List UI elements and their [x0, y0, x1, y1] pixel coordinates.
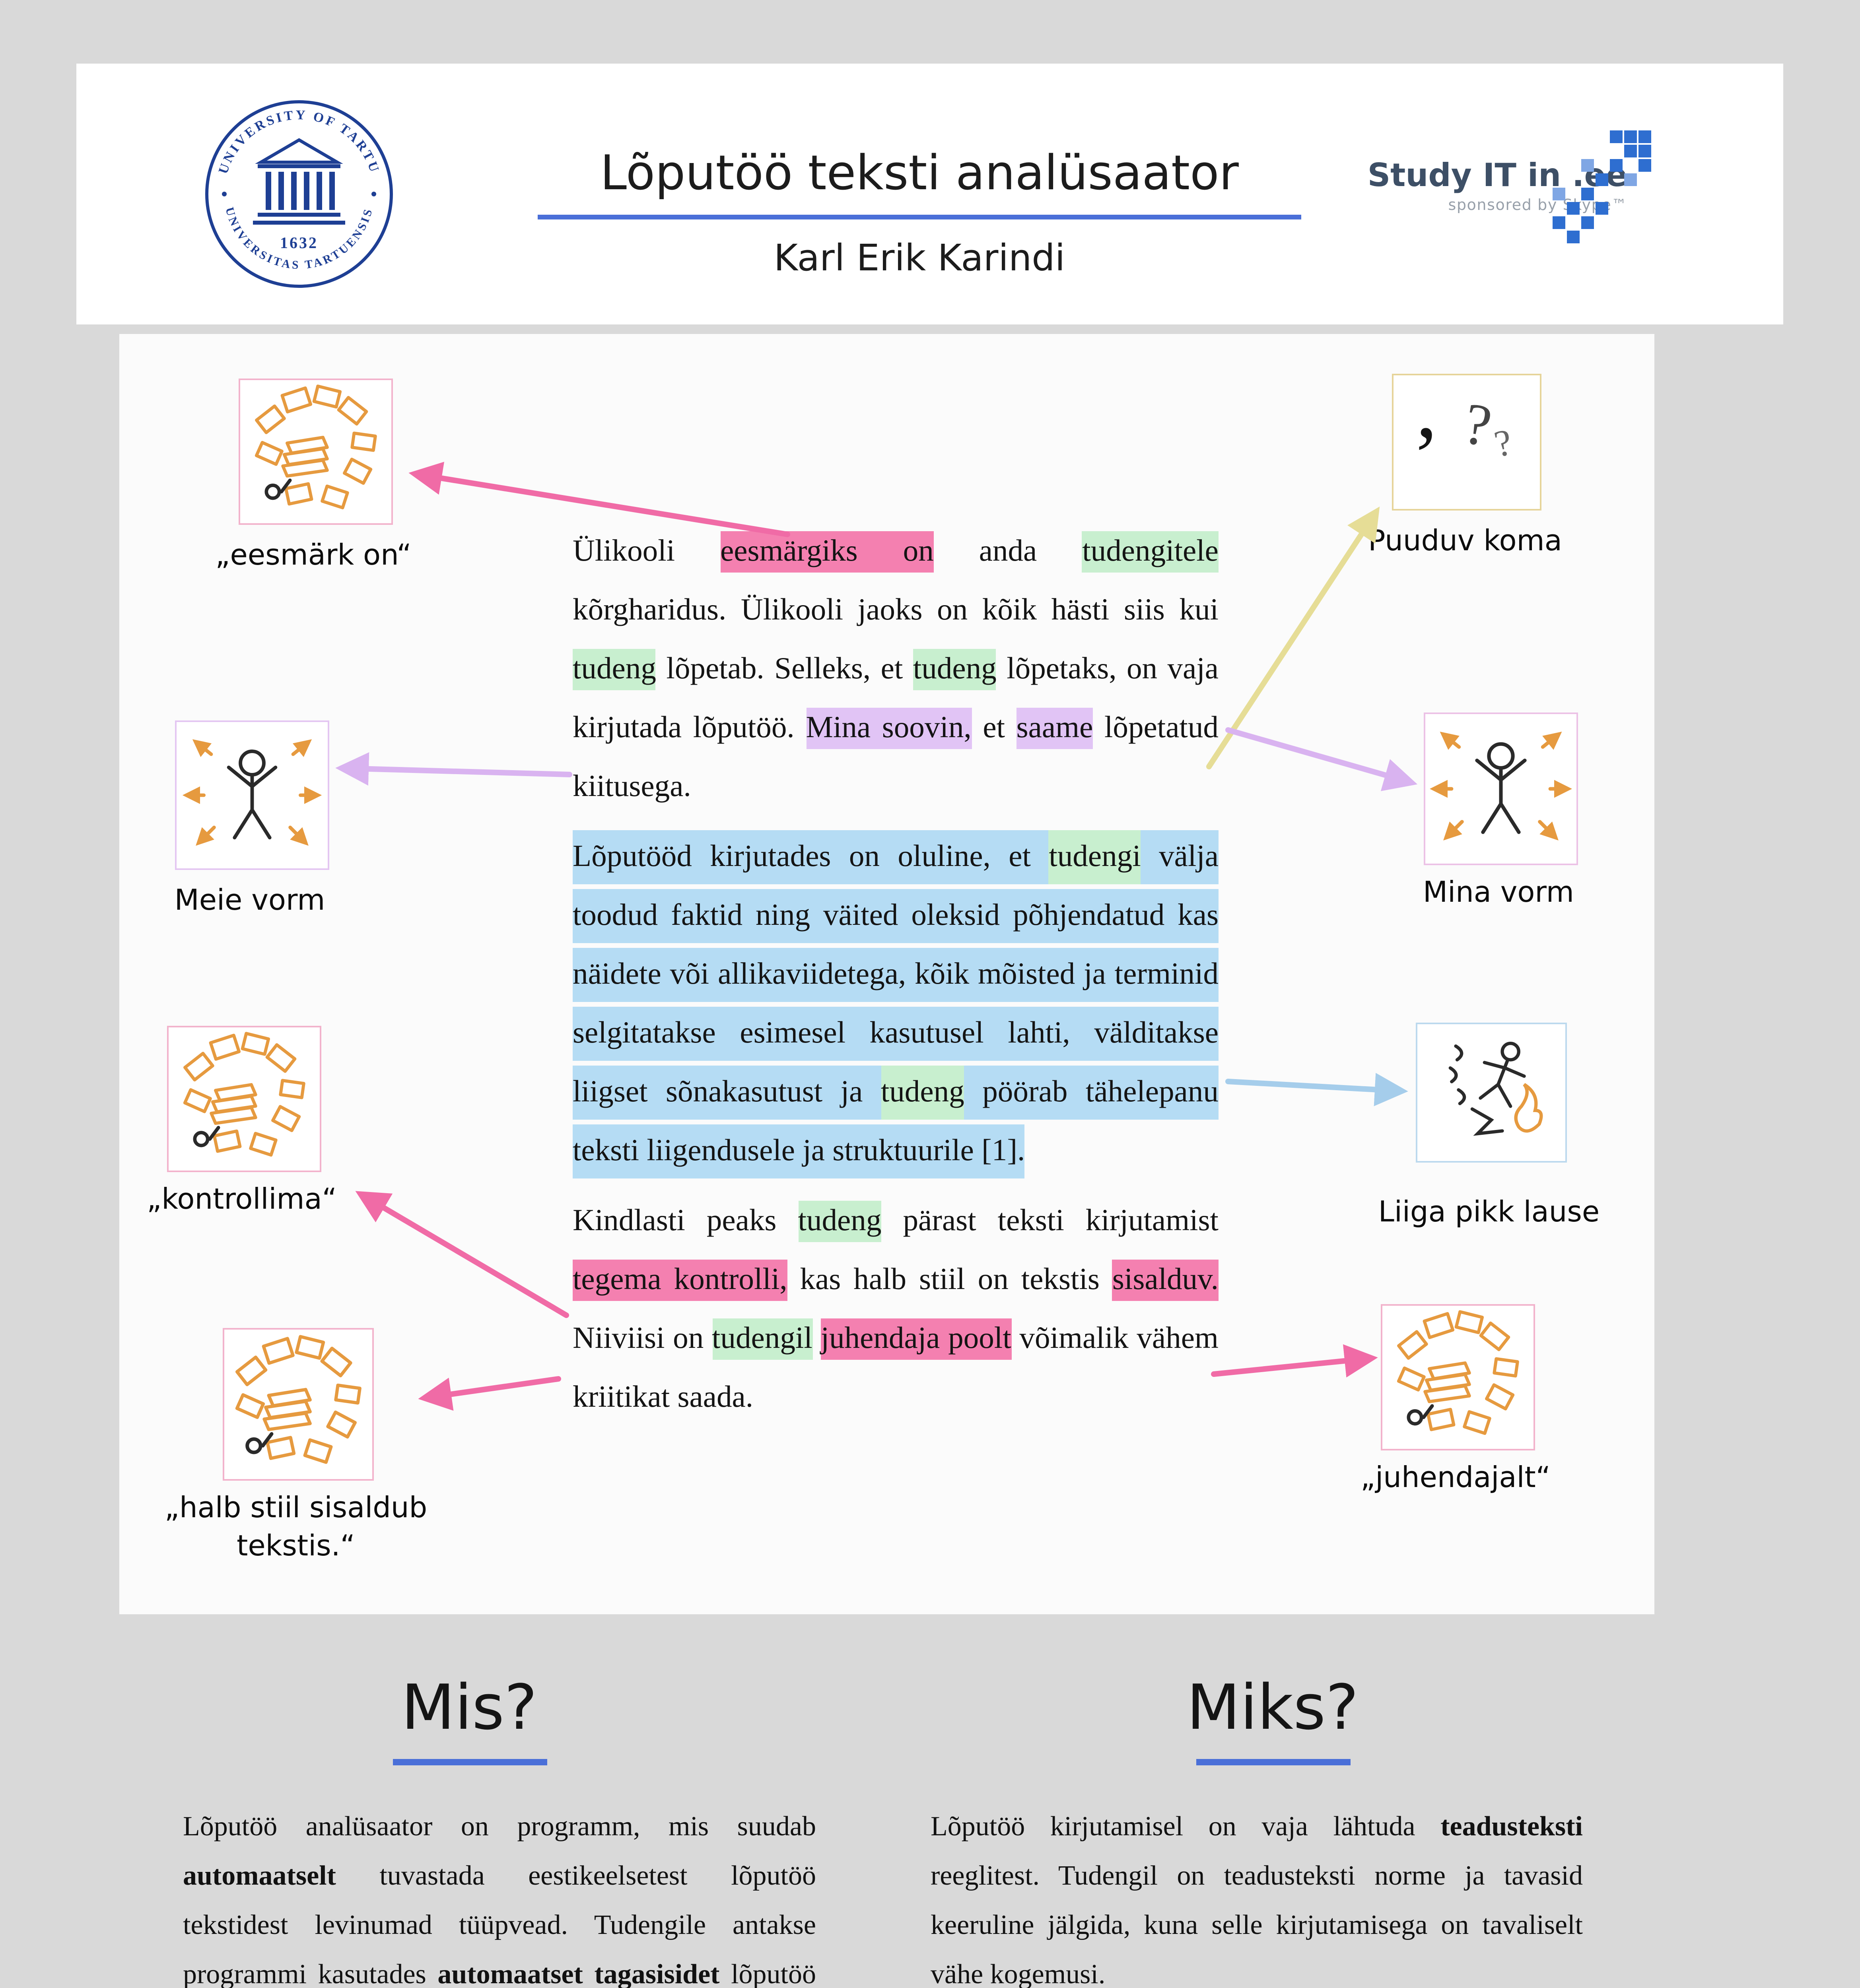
poster-author: Karl Erik Karindi — [774, 238, 1065, 279]
section-mis: Mis? — [231, 1673, 708, 1765]
figure-meie-vorm — [175, 720, 329, 870]
figure-caption-liiga-pikk-lause: Liiga pikk lause — [1378, 1196, 1600, 1229]
title-underline — [538, 215, 1301, 219]
figure-caption-eesmark: „eesmärk on“ — [215, 539, 412, 573]
annotated-example-panel: „eesmärk on“ Puuduv koma Meie vorm Mina … — [119, 334, 1654, 1614]
long-sentence-icon — [1417, 1024, 1565, 1161]
svg-text:1632: 1632 — [280, 234, 318, 252]
pixel-arrow-icon — [1553, 130, 1651, 243]
figure-puuduv-koma — [1392, 374, 1541, 511]
miks-text: Lõputöö kirjutamisel on vaja lähtuda tea… — [931, 1802, 1583, 1988]
section-miks: Miks? — [1034, 1673, 1511, 1765]
figure-caption-mina-vorm: Mina vorm — [1423, 876, 1574, 910]
comma-question-icon — [1394, 375, 1540, 509]
paper-pile-icon — [1382, 1306, 1533, 1449]
mis-underline — [392, 1759, 546, 1765]
arrow-meie-vorm — [335, 752, 572, 786]
arrow-juhendajalt — [1211, 1344, 1378, 1378]
arrow-halb-stiil — [418, 1376, 561, 1411]
mis-text: Lõputöö analüsaator on programm, mis suu… — [183, 1802, 816, 1988]
figure-halb-stiil — [223, 1328, 374, 1481]
paper-pile-icon — [240, 380, 391, 523]
miks-underline — [1195, 1759, 1350, 1765]
stick-figure-arrows-icon — [177, 722, 328, 868]
paper-pile-icon — [169, 1027, 320, 1171]
sample-paragraph-1: Ülikooli eesmärgiks on anda tudengitele … — [573, 522, 1219, 816]
poster-header: UNIVERSITY OF TARTU UNIVERSITAS TARTUENS… — [76, 64, 1783, 324]
figure-mina-vorm — [1424, 712, 1578, 865]
figure-juhendajalt — [1381, 1304, 1535, 1450]
figure-caption-halb-stiil: „halb stiil sisaldub tekstis.“ — [164, 1492, 428, 1563]
figure-caption-meie-vorm: Meie vorm — [174, 884, 325, 918]
arrow-liiga-pikk-lause — [1225, 1073, 1408, 1107]
figure-kontrollima — [167, 1026, 321, 1172]
sample-text: Ülikooli eesmärgiks on anda tudengitele … — [573, 522, 1219, 1427]
figure-eesmark — [239, 379, 393, 525]
paper-pile-icon — [224, 1330, 372, 1479]
mis-paragraph-1: Lõputöö analüsaator on programm, mis suu… — [183, 1810, 816, 1988]
poster-title: Lõputöö teksti analüsaator — [600, 146, 1239, 202]
miks-paragraph-1: Lõputöö kirjutamisel on vaja lähtuda tea… — [931, 1810, 1583, 1988]
figure-liiga-pikk-lause — [1416, 1023, 1567, 1163]
sample-paragraph-3: Kindlasti peaks tudeng pärast teksti kir… — [573, 1191, 1219, 1427]
university-of-tartu-seal-icon: UNIVERSITY OF TARTU UNIVERSITAS TARTUENS… — [205, 100, 393, 288]
arrow-kontrollima — [355, 1191, 569, 1318]
stick-figure-arrows-icon — [1425, 714, 1576, 864]
section-heading-miks: Miks? — [1186, 1673, 1359, 1745]
figure-caption-puuduv-koma: Puuduv koma — [1368, 525, 1562, 558]
sample-paragraph-2: Lõputööd kirjutades on oluline, et tuden… — [573, 827, 1219, 1180]
section-heading-mis: Mis? — [401, 1673, 537, 1745]
figure-caption-kontrollima: „kontrollima“ — [147, 1183, 337, 1217]
arrow-mina-vorm — [1225, 727, 1418, 791]
figure-caption-juhendajalt: „juhendajalt“ — [1361, 1462, 1551, 1495]
